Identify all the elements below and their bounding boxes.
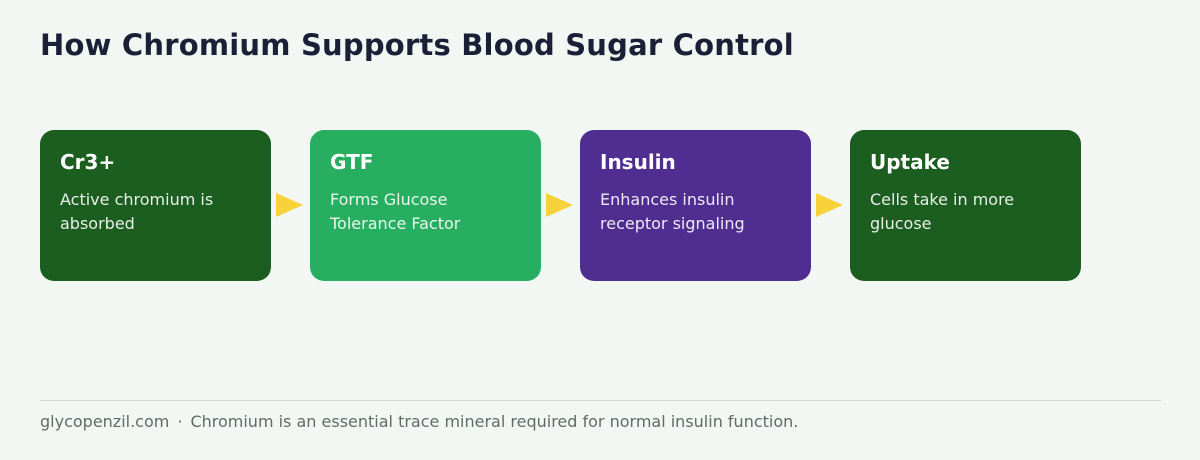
step-description: Cells take in more glucose xyxy=(870,190,1015,233)
step-description: Enhances insulin receptor signaling xyxy=(600,190,745,233)
arrow-right-icon xyxy=(276,193,303,217)
page-title: How Chromium Supports Blood Sugar Contro… xyxy=(40,28,794,62)
step-box-insulin: Insulin Enhances insulin receptor signal… xyxy=(580,130,811,281)
footer-note: Chromium is an essential trace mineral r… xyxy=(190,412,799,431)
step-title: Insulin xyxy=(600,150,676,174)
footer: glycopenzil.com · Chromium is an essential… xyxy=(40,411,798,433)
footer-separator: · xyxy=(177,412,183,431)
step-title: Cr3+ xyxy=(60,150,116,174)
step-box-uptake: Uptake Cells take in more glucose xyxy=(850,130,1081,281)
footer-site-link[interactable]: glycopenzil.com xyxy=(40,412,170,431)
footer-divider xyxy=(40,400,1161,401)
arrow-right-icon xyxy=(816,193,843,217)
step-description: Forms Glucose Tolerance Factor xyxy=(330,190,461,233)
step-title: GTF xyxy=(330,150,374,174)
step-box-cr3: Cr3+ Active chromium is absorbed xyxy=(40,130,271,281)
step-title: Uptake xyxy=(870,150,950,174)
step-description: Active chromium is absorbed xyxy=(60,190,214,233)
arrow-right-icon xyxy=(546,193,573,217)
process-flow: Cr3+ Active chromium is absorbed GTF For… xyxy=(40,130,1081,281)
step-box-gtf: GTF Forms Glucose Tolerance Factor xyxy=(310,130,541,281)
